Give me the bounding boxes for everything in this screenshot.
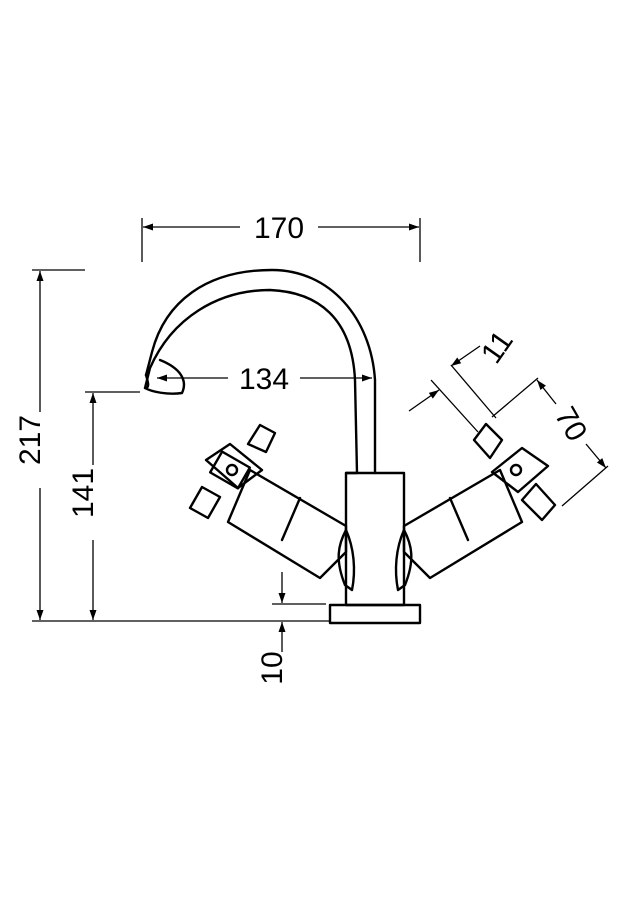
tap-outline — [143, 268, 557, 625]
left-valve-collar — [337, 528, 356, 592]
right-valve-line — [448, 496, 470, 542]
left-valve-body — [226, 468, 348, 580]
left-handle-hub-inner — [208, 450, 252, 490]
right-valve-collar — [394, 528, 413, 592]
dimension-height-217: 217 — [14, 269, 330, 622]
dimension-reach-134: 134 — [157, 363, 372, 396]
spout-outer — [143, 288, 359, 475]
dimension-label-reach: 134 — [239, 363, 289, 396]
dimension-label-handle: 11 — [475, 325, 520, 369]
left-handle-hub — [204, 442, 264, 490]
dimension-handle-11: 11 — [408, 325, 520, 433]
right-handle-lower — [520, 482, 557, 522]
dimension-label-handle-offset: 70 — [548, 402, 593, 447]
left-handle-screw — [225, 463, 239, 477]
dimension-label-width: 170 — [254, 212, 304, 245]
left-handle-lower — [188, 485, 222, 520]
dimension-label-base: 10 — [256, 651, 289, 684]
dimension-width-170: 170 — [141, 212, 421, 262]
left-valve-line — [280, 496, 302, 542]
dimension-label-outlet: 141 — [67, 468, 100, 518]
right-handle-screw — [509, 463, 523, 477]
dimension-label-height: 217 — [14, 415, 47, 465]
spout-tip — [143, 358, 186, 395]
right-valve-body — [402, 468, 524, 580]
base-plate — [328, 603, 422, 625]
tap-column — [344, 471, 406, 607]
right-handle-upper — [472, 422, 504, 460]
dimension-base-10: 10 — [256, 572, 326, 685]
dimension-outlet-141: 141 — [67, 391, 140, 620]
left-handle-upper — [246, 423, 277, 454]
right-handle-hub — [490, 446, 550, 494]
spout-inner — [144, 268, 377, 475]
